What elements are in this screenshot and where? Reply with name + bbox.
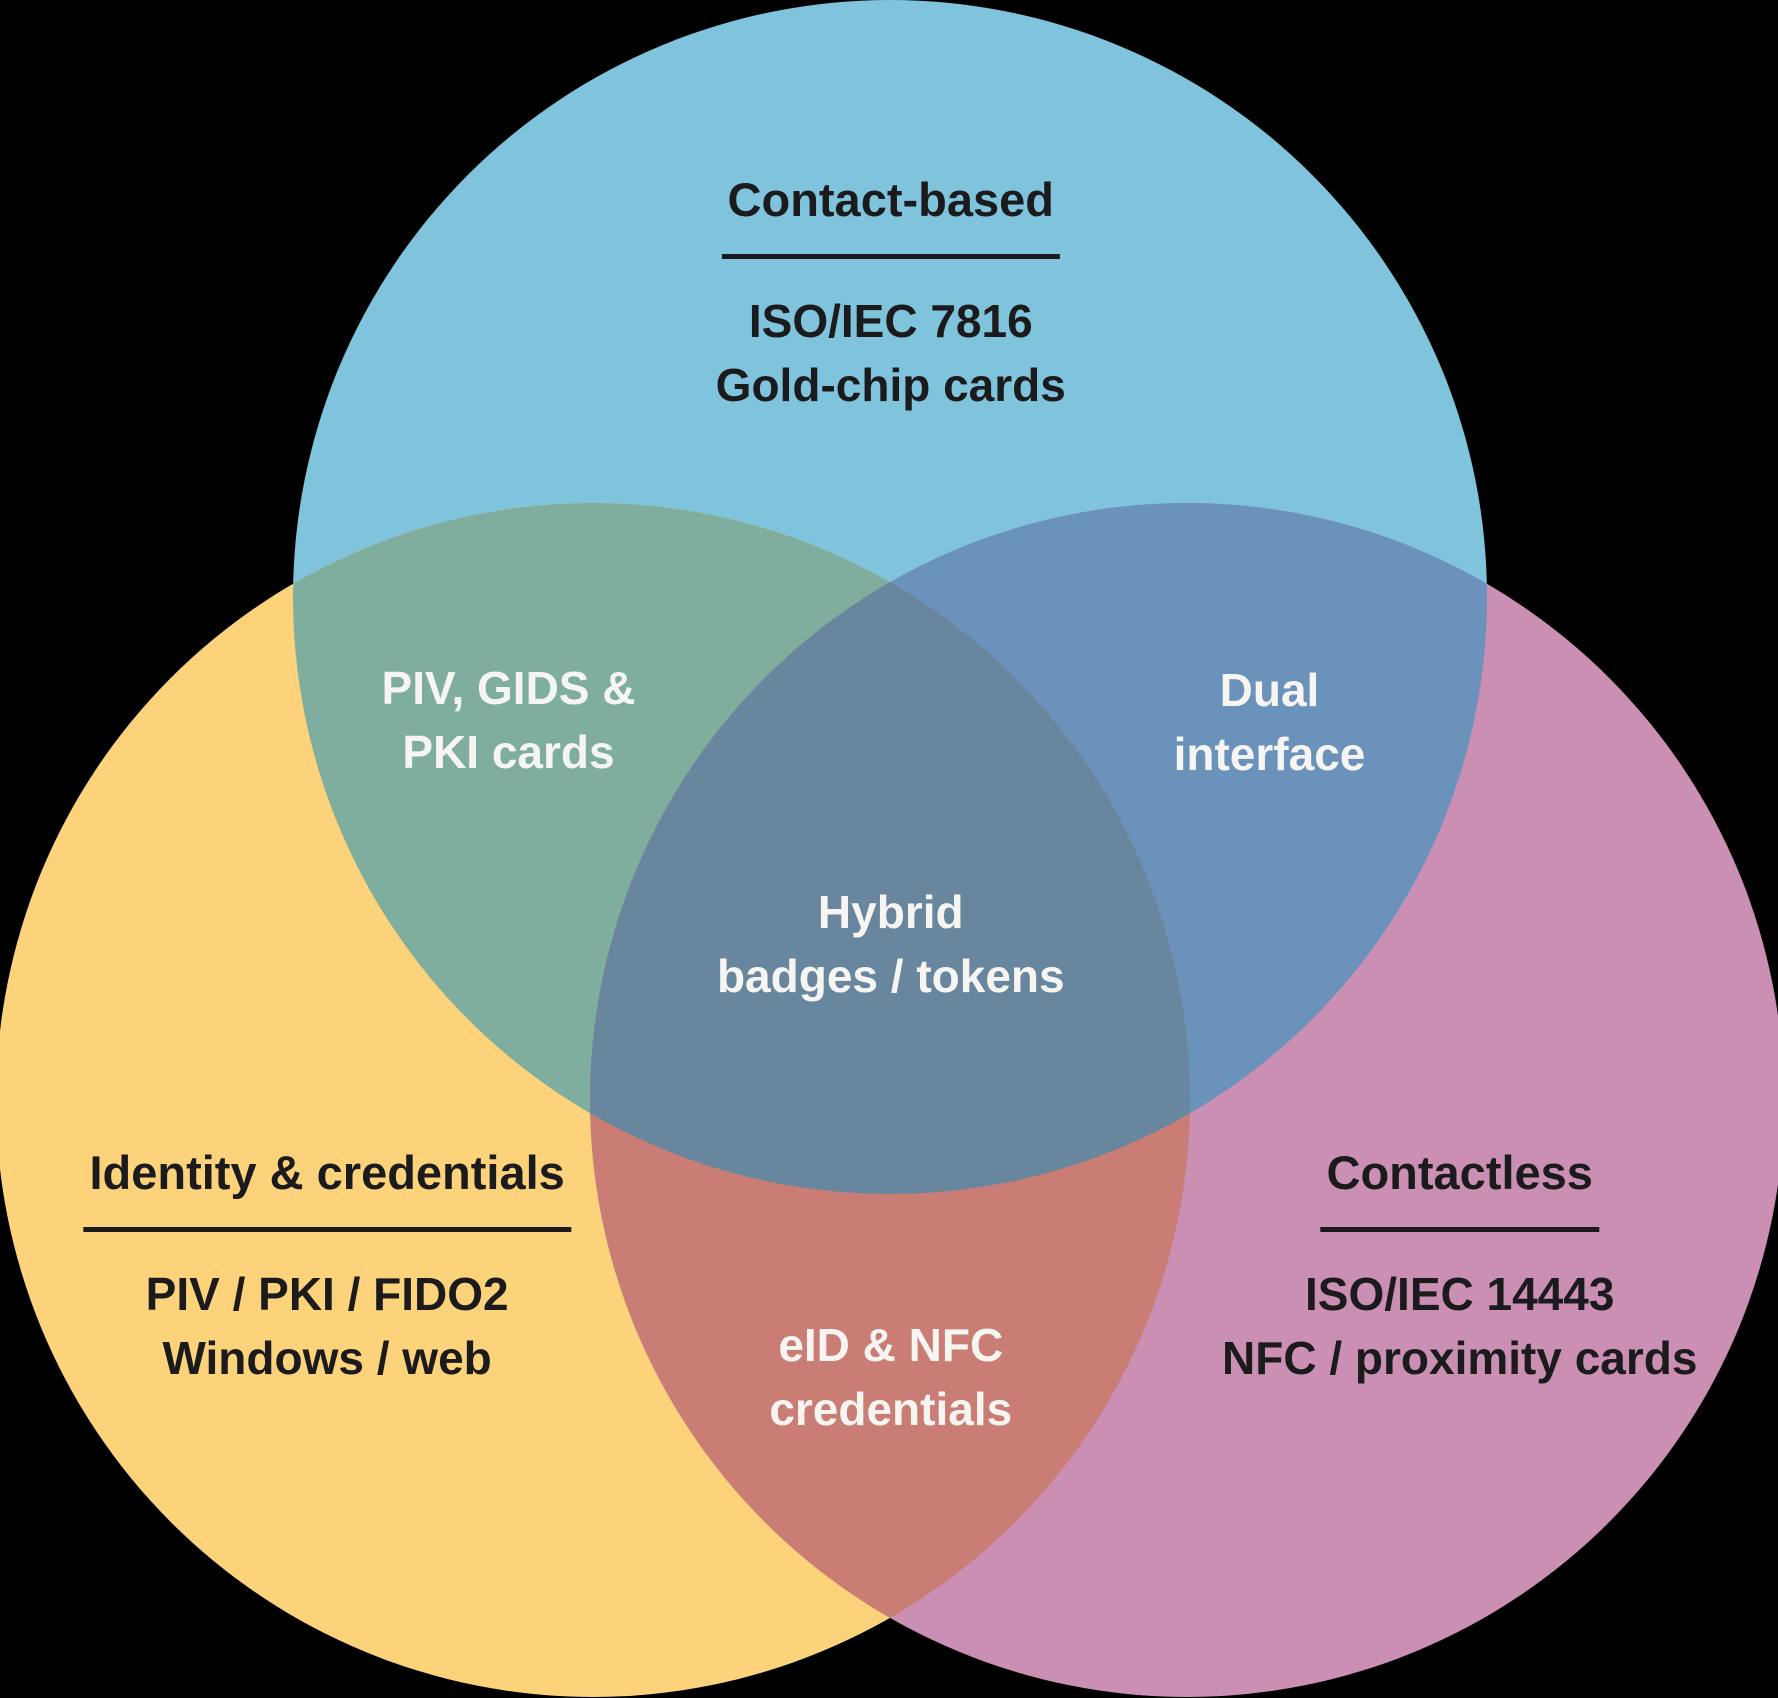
contact-identity-line-2: PKI cards	[402, 725, 615, 778]
contact-title: Contact-based	[721, 172, 1060, 260]
contact-identity-line-1: PIV, GIDS &	[381, 661, 636, 714]
contact-contactless-label: Dual interface	[1174, 658, 1366, 786]
triple-overlap-label: Hybrid badges / tokens	[717, 880, 1065, 1008]
identity-contactless-label: eID & NFC credentials	[769, 1313, 1012, 1441]
contact-contactless-line-1: Dual	[1219, 663, 1320, 716]
contactless-title: Contactless	[1320, 1145, 1599, 1233]
contact-label-group: Contact-based ISO/IEC 7816 Gold-chip car…	[716, 168, 1066, 417]
contact-contactless-line-2: interface	[1173, 727, 1366, 780]
contact-identity-label: PIV, GIDS & PKI cards	[382, 656, 636, 784]
identity-title: Identity & credentials	[83, 1145, 571, 1233]
contactless-line-2: NFC / proximity cards	[1222, 1332, 1698, 1385]
triple-overlap-line-1: Hybrid	[817, 886, 964, 939]
triple-overlap-line-2: badges / tokens	[716, 950, 1065, 1003]
contact-line-1: ISO/IEC 7816	[748, 295, 1033, 348]
identity-contactless-line-2: credentials	[769, 1383, 1013, 1436]
identity-label-group: Identity & credentials PIV / PKI / FIDO2…	[83, 1141, 571, 1390]
contact-line-2: Gold-chip cards	[715, 359, 1066, 412]
contactless-label-group: Contactless ISO/IEC 14443 NFC / proximit…	[1222, 1141, 1697, 1390]
contactless-line-1: ISO/IEC 14443	[1305, 1268, 1615, 1321]
identity-line-1: PIV / PKI / FIDO2	[145, 1268, 509, 1321]
identity-line-2: Windows / web	[162, 1332, 492, 1385]
triple-overlap	[590, 503, 1190, 1194]
identity-contactless-line-1: eID & NFC	[778, 1319, 1004, 1372]
